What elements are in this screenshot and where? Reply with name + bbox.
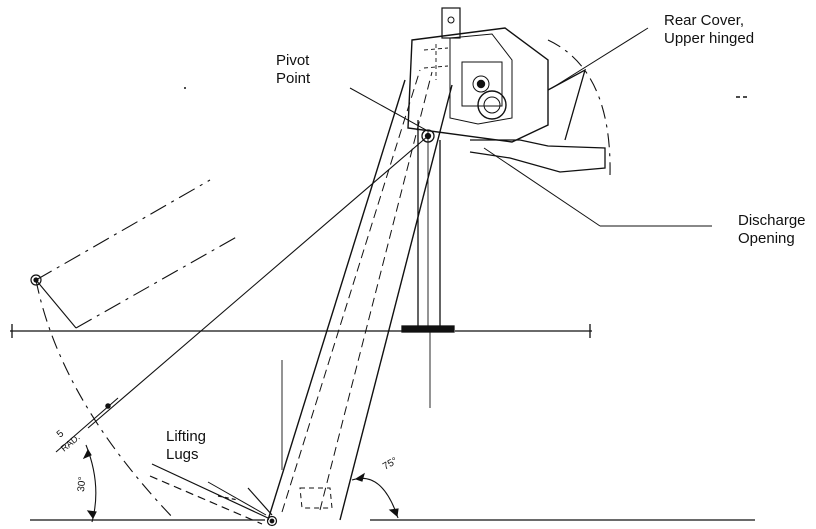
rear-cover-line-2: Upper hinged: [664, 30, 755, 47]
angle-label-75: 75°: [381, 456, 400, 473]
raised-position-outline: [35, 179, 241, 329]
discharge-line-1: Discharge: [738, 212, 806, 229]
radius-value: 5: [55, 428, 67, 440]
lifting-cable: [87, 135, 429, 429]
rear-cover-arc: [547, 39, 611, 176]
rear-cover-line-1: Rear Cover,: [664, 12, 745, 29]
support-column: [401, 120, 455, 408]
pivot-line-2: Point: [276, 70, 311, 87]
lifting-line-2: Lugs: [166, 446, 199, 463]
angle-arc-right: [351, 472, 399, 519]
discharge-line-2: Opening: [738, 230, 795, 247]
angle-arc-left: [82, 444, 97, 523]
raised-lug: [30, 274, 42, 286]
radius-dimension: [55, 397, 119, 453]
floor-upper: [10, 324, 592, 338]
lower-lifting-lug: [149, 463, 278, 527]
inclined-trough: [267, 69, 453, 521]
pivot-line-1: Pivot: [276, 52, 310, 69]
pivot-point-label: Pivot Point: [276, 52, 310, 88]
lifting-lugs-label: Lifting Lugs: [166, 428, 206, 464]
rear-cover-label: Rear Cover, Upper hinged: [664, 12, 754, 48]
drive-head: [407, 7, 549, 143]
discharge-chute: [469, 68, 606, 173]
sheet-marks: [184, 87, 747, 98]
leader-lines: [207, 27, 712, 516]
lifting-line-1: Lifting: [166, 428, 207, 445]
discharge-opening-label: Discharge Opening: [738, 212, 806, 248]
angle-label-30: 30°: [76, 476, 88, 492]
swing-radius-arc: [35, 279, 176, 521]
